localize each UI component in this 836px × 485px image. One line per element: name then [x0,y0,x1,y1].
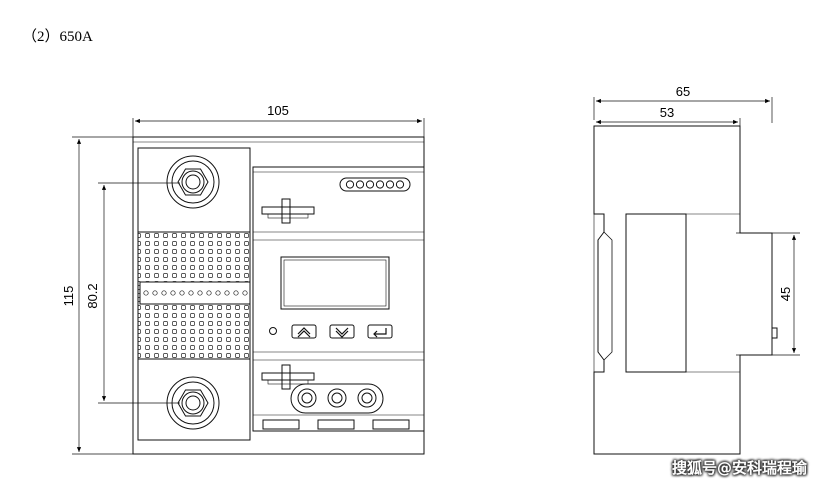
wiring-terminal-icon [290,383,384,414]
overall-depth-dimension-label: 65 [676,84,690,99]
front-view [72,118,425,455]
side-profile-outline [593,125,773,455]
center-bus-bar [139,281,251,305]
din-rail-notch [603,231,613,361]
height-dimension-label: 115 [61,286,76,307]
side-latch [771,327,778,339]
status-lamp-icon [269,327,277,335]
top-terminal-bolt-icon [166,155,220,209]
figure-heading: （2）650A [22,29,93,45]
width-dimension-label: 105 [267,103,289,118]
bottom-terminal-bolt-icon [166,376,220,430]
body-depth-dimension-label: 53 [660,105,674,120]
terminal-spacing-dimension-label: 80.2 [85,283,100,308]
rail-height-dimension-label: 45 [778,287,793,301]
indicator-led-strip [339,177,411,192]
enter-key-icon [367,324,393,339]
upper-din-clip-icon [261,198,315,224]
lcd-display [280,256,390,310]
module-body-outline [252,166,425,432]
lower-din-clip-icon [261,364,315,390]
down-key-icon [329,324,355,339]
side-view [593,97,800,455]
front-panel-step [625,213,687,373]
up-key-icon [291,324,317,339]
watermark-text: 搜狐号@安科瑞程瑜 [672,459,808,477]
